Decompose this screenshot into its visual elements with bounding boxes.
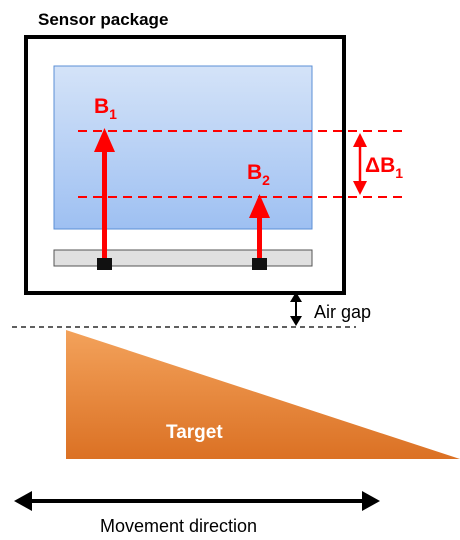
b2-label: B2	[247, 161, 270, 188]
air-gap-label: Air gap	[314, 302, 371, 322]
movement-arrow-head-left	[14, 491, 32, 511]
movement-label: Movement direction	[100, 516, 257, 536]
hall-element-1	[97, 258, 112, 270]
delta-b1-arrow-head-bottom	[353, 181, 367, 195]
package-title: Sensor package	[38, 10, 168, 29]
b1-label: B1	[94, 95, 117, 122]
movement-arrow-head-right	[362, 491, 380, 511]
substrate-bar	[53, 249, 313, 267]
magnet-block	[53, 65, 313, 230]
b2-arrow-head	[249, 194, 270, 218]
delta-b1-arrow-head-top	[353, 133, 367, 147]
air-gap-arrow-head-bottom	[290, 316, 302, 326]
b1-arrow-head	[94, 128, 115, 152]
air-gap-arrow-head-top	[290, 292, 302, 302]
target-wedge	[66, 330, 460, 459]
target-label: Target	[166, 422, 223, 443]
hall-element-2	[252, 258, 267, 270]
delta-b1-label: ΔB1	[365, 154, 403, 181]
